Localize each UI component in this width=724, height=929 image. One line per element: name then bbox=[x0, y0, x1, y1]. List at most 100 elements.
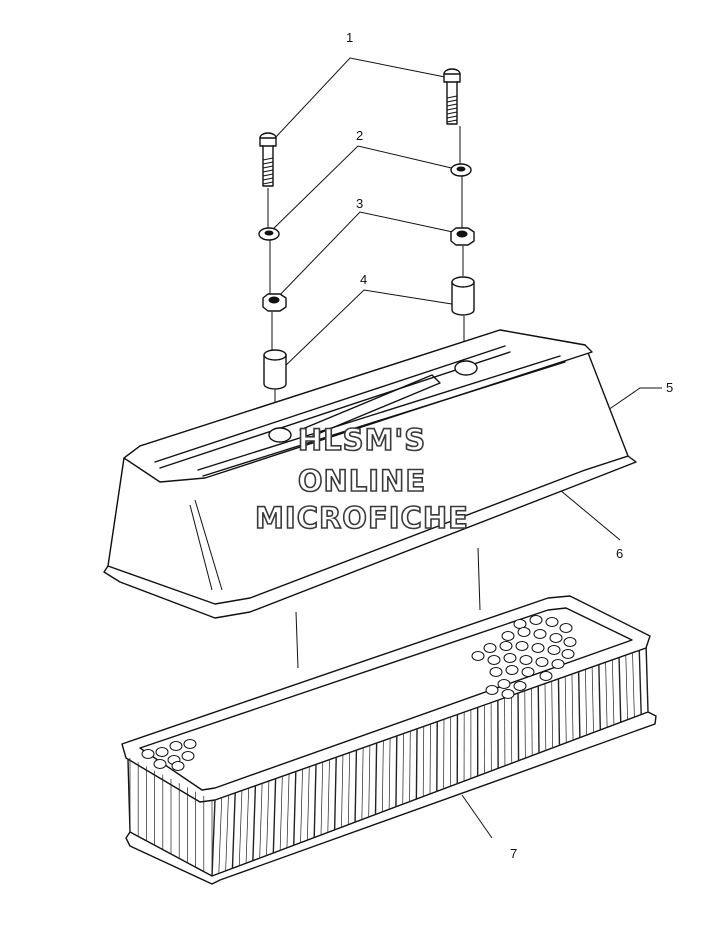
pleat-line bbox=[544, 683, 547, 751]
leader-4 bbox=[282, 289, 459, 369]
perforation-hole bbox=[533, 629, 547, 639]
pleat-line bbox=[211, 799, 216, 877]
perforation-hole bbox=[489, 667, 503, 677]
perforation-hole bbox=[521, 667, 535, 677]
hardware-stack-right bbox=[443, 68, 475, 362]
perforation-hole bbox=[169, 741, 183, 751]
perforation-hole bbox=[155, 747, 169, 757]
pleat-line bbox=[429, 723, 431, 795]
perforation-hole bbox=[563, 637, 577, 647]
perforation-hole bbox=[561, 649, 575, 659]
pleat-line bbox=[361, 747, 364, 820]
watermark-line-1: HLSM'S bbox=[298, 423, 426, 457]
pleat-line bbox=[625, 655, 628, 720]
pleat-line bbox=[632, 652, 635, 718]
pleat-line bbox=[585, 669, 588, 736]
pleat-line bbox=[259, 783, 263, 859]
filter-perforations bbox=[141, 615, 577, 771]
pleat-line bbox=[381, 740, 384, 812]
pleat-line bbox=[245, 788, 250, 864]
pleat-line bbox=[266, 780, 270, 856]
perforation-hole bbox=[471, 651, 485, 661]
pleat-line bbox=[307, 766, 310, 841]
callout-7: 7 bbox=[510, 846, 517, 861]
perforation-hole bbox=[515, 641, 529, 651]
pleat-line bbox=[374, 742, 378, 815]
pleat-line bbox=[517, 693, 520, 761]
watermark: HLSM'S ONLINE MICROFICHE bbox=[254, 422, 468, 536]
pleat-line bbox=[571, 674, 574, 741]
perforation-hole bbox=[501, 689, 515, 699]
pleat-line bbox=[293, 771, 297, 846]
pleat-line bbox=[415, 728, 418, 800]
nut-left bbox=[262, 293, 287, 312]
leader-3 bbox=[274, 211, 463, 301]
callout-5: 5 bbox=[666, 380, 673, 395]
perforation-hole bbox=[535, 657, 549, 667]
callout-1: 1 bbox=[346, 30, 353, 45]
perforation-hole bbox=[141, 749, 155, 759]
leader-1 bbox=[274, 57, 451, 139]
pleat-line bbox=[388, 738, 391, 810]
perforation-hole bbox=[545, 617, 559, 627]
leader-5 bbox=[607, 387, 662, 411]
pleat-line bbox=[252, 785, 257, 861]
leader-7 bbox=[461, 794, 493, 839]
pleat-line bbox=[279, 776, 283, 851]
perforation-hole bbox=[551, 659, 565, 669]
perforation-hole bbox=[517, 627, 531, 637]
pleat-line bbox=[409, 731, 411, 802]
cover-hole-left bbox=[268, 427, 292, 443]
pleat-line bbox=[402, 733, 404, 805]
pleat-line bbox=[327, 759, 330, 833]
callout-4: 4 bbox=[360, 272, 367, 287]
perforation-hole bbox=[485, 685, 499, 695]
perforation-hole bbox=[181, 751, 195, 761]
pleat-line bbox=[225, 795, 229, 871]
callout-2: 2 bbox=[356, 128, 363, 143]
pleat-line bbox=[605, 662, 608, 728]
perforation-hole bbox=[183, 739, 197, 749]
watermark-line-2: ONLINE bbox=[298, 464, 426, 498]
hardware-stack-left bbox=[258, 132, 287, 428]
perforation-hole bbox=[547, 645, 561, 655]
bolt-right bbox=[443, 68, 461, 125]
nut-right bbox=[450, 227, 475, 246]
perforation-hole bbox=[531, 643, 545, 653]
pleat-line bbox=[564, 676, 567, 743]
pleat-line bbox=[531, 688, 533, 756]
pleat-line bbox=[231, 792, 236, 869]
washer-left bbox=[258, 227, 280, 241]
pleat-line bbox=[300, 769, 303, 843]
perforation-hole bbox=[559, 623, 573, 633]
air-filter-element bbox=[121, 595, 657, 885]
callout-numbers: 1 2 3 4 5 6 7 bbox=[346, 30, 673, 861]
washer-right bbox=[450, 163, 472, 177]
pleat-line bbox=[638, 650, 642, 715]
air-box-cover bbox=[103, 329, 637, 619]
pleat-line bbox=[645, 647, 649, 713]
pleat-line bbox=[551, 681, 553, 748]
pleat-line bbox=[598, 664, 602, 730]
label-recess bbox=[299, 374, 441, 439]
pleat-line bbox=[395, 735, 398, 807]
leader-2 bbox=[269, 145, 461, 233]
perforation-hole bbox=[153, 759, 167, 769]
pleat-line bbox=[618, 657, 622, 723]
pleat-line bbox=[347, 752, 351, 825]
pleat-line bbox=[333, 757, 337, 830]
assembly-guides bbox=[295, 547, 481, 669]
perforation-hole bbox=[171, 761, 185, 771]
pleat-line bbox=[422, 726, 425, 797]
pleat-line bbox=[368, 745, 371, 818]
pleat-line bbox=[313, 764, 317, 838]
perforation-hole bbox=[549, 633, 563, 643]
perforation-hole bbox=[483, 643, 497, 653]
pleat-line bbox=[341, 754, 344, 828]
perforation-hole bbox=[487, 655, 501, 665]
perforation-hole bbox=[499, 641, 513, 651]
pleat-line bbox=[354, 750, 358, 823]
pleat-line bbox=[557, 678, 561, 746]
spacer-left bbox=[263, 349, 287, 390]
